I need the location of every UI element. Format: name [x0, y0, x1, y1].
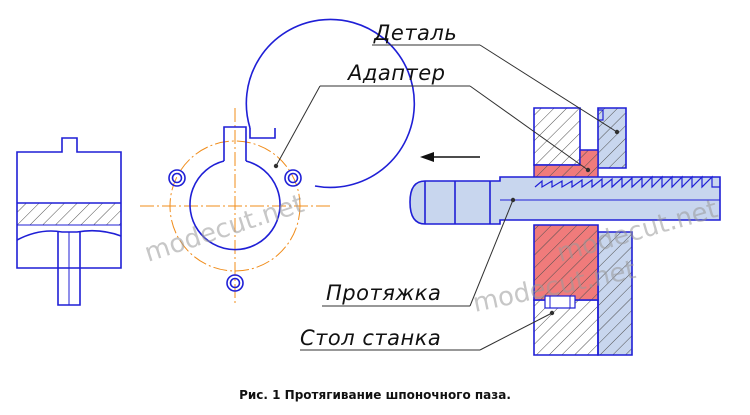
front-view: [140, 18, 416, 305]
front-view-key-slot: [223, 126, 247, 161]
broach-tool: [409, 175, 721, 225]
side-view-outline: [16, 137, 122, 269]
leaders: [275, 44, 618, 351]
label-detail: Деталь: [373, 21, 457, 45]
front-view-bore: [189, 160, 281, 251]
label-table: Стол станка: [300, 326, 441, 350]
assembly-section: [409, 107, 721, 356]
broach-teeth: [534, 175, 720, 189]
bolt-hole-left: [168, 169, 186, 187]
bolt-hole-right: [284, 169, 302, 187]
label-broach: Протяжка: [326, 281, 441, 305]
detail-part: [597, 107, 627, 169]
fixing-bolt: [544, 295, 576, 309]
figure-caption: Рис. 1 Протягивание шпоночного паза.: [239, 388, 511, 402]
front-view-outer-ring: [245, 18, 416, 189]
side-view: [16, 137, 122, 306]
label-adapter: Адаптер: [346, 61, 445, 85]
side-view-hatched-section: [17, 203, 121, 225]
bolt-hole-bottom: [226, 274, 244, 292]
arrow-left-icon: [420, 152, 480, 162]
watermark: modecut.net: [141, 189, 308, 269]
